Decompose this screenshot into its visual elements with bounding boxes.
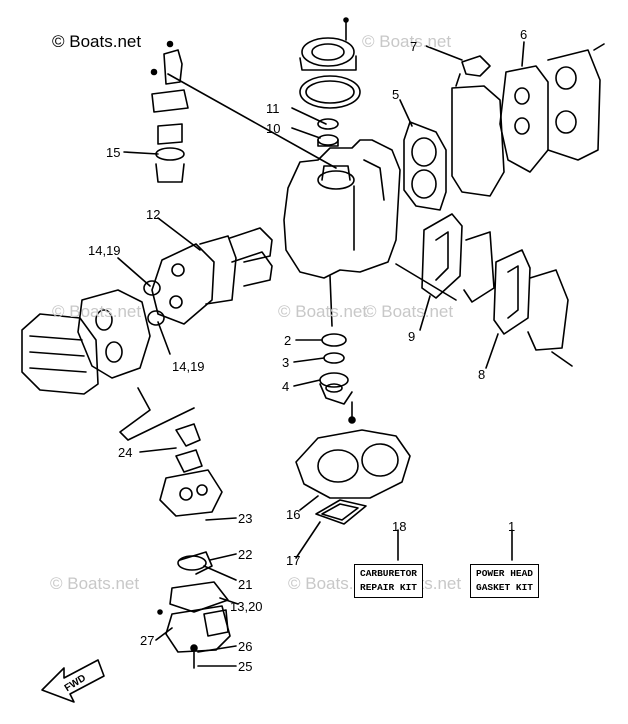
- transfer-port-cover-8-part: [493, 249, 573, 367]
- float-chamber-gasket-part: [169, 581, 229, 613]
- watermark-faint: © Boats.net: [50, 574, 140, 593]
- float-chamber-part: [157, 605, 231, 669]
- power-head-gasket-kit-box: POWER HEAD GASKET KIT: [470, 564, 540, 598]
- ref-label-11: 11: [266, 101, 280, 116]
- gasket-17-part: [315, 499, 367, 525]
- float-part: [177, 551, 213, 575]
- watermark-faint: © Boats.net: [362, 32, 452, 51]
- kit-label-line: POWER HEAD: [476, 568, 534, 579]
- ref-label-24: 24: [118, 445, 133, 460]
- top-gasket-part: [299, 75, 361, 109]
- ref-label-5: 5: [392, 87, 400, 102]
- top-cover-part: [299, 17, 357, 71]
- ref-label-10: 10: [266, 121, 281, 136]
- ref-label-25: 25: [238, 659, 253, 674]
- ref-label-14-19: 14,19: [88, 243, 121, 258]
- carburetor-repair-kit-box: CARBURETOR REPAIR KIT: [354, 564, 424, 598]
- ref-label-4: 4: [282, 379, 290, 394]
- ref-label-21: 21: [238, 577, 253, 592]
- cylinder-head-gasket-part: [403, 121, 447, 211]
- ref-label-27: 27: [140, 633, 155, 648]
- ref-label-16: 16: [286, 507, 301, 522]
- kit-label-line: REPAIR KIT: [360, 582, 418, 593]
- gasket-16-part: [295, 429, 411, 499]
- intake-manifold-part: [151, 227, 273, 325]
- carburetor-housing-part: [21, 289, 151, 395]
- kit-label-line: GASKET KIT: [476, 582, 534, 593]
- lower-seal-part: [319, 333, 356, 424]
- exhaust-cover-part: [499, 43, 605, 173]
- cylinder-block-part: [283, 139, 401, 279]
- ref-label-23: 23: [238, 511, 253, 526]
- ref-label-8: 8: [478, 367, 486, 382]
- cylinder-head-part: [451, 55, 505, 197]
- transfer-port-cover-9-part: [421, 213, 495, 303]
- ref-label-14-19: 14,19: [172, 359, 205, 374]
- ref-label-12: 12: [146, 207, 161, 222]
- ref-label-17: 17: [286, 553, 301, 568]
- ref-label-9: 9: [408, 329, 416, 344]
- ref-label-15: 15: [106, 145, 121, 160]
- ref-label-26: 26: [238, 639, 253, 654]
- plug-14-19-part: [143, 280, 165, 326]
- ref-label-13-20: 13,20: [230, 599, 263, 614]
- ref-label-22: 22: [238, 547, 253, 562]
- watermark-faint: © Boats.net: [278, 302, 368, 321]
- forward-arrow-icon: [41, 659, 105, 703]
- watermark-main: © Boats.net: [52, 32, 142, 51]
- watermark-faint: © Boats.net: [364, 302, 454, 321]
- carburetor-body-part: [159, 423, 223, 517]
- ref-label-6: 6: [520, 27, 528, 42]
- fuel-pump-part: [150, 40, 189, 183]
- kit-label-line: CARBURETOR: [360, 568, 418, 579]
- ref-label-18: 18: [392, 519, 407, 534]
- ref-label-2: 2: [284, 333, 292, 348]
- ref-label-7: 7: [410, 39, 418, 54]
- ref-label-1: 1: [508, 519, 516, 534]
- oil-seal-part: [317, 118, 339, 147]
- watermark-faint: © Boats.net: [52, 302, 142, 321]
- ref-label-3: 3: [282, 355, 290, 370]
